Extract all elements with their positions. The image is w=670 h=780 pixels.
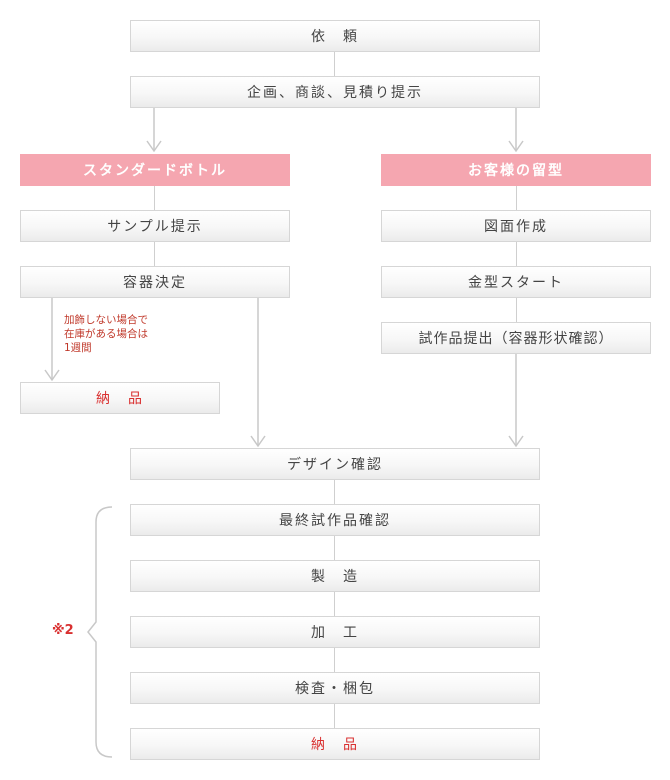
arrow-decision-to-design	[250, 298, 266, 448]
step-inspection: 検査・梱包	[130, 672, 540, 704]
arrow-planning-to-custom	[508, 108, 524, 153]
connector-left-header-sample	[154, 186, 155, 210]
step-final-prototype: 最終試作品確認	[130, 504, 540, 536]
step-container-decision: 容器決定	[20, 266, 290, 298]
stock-note: 加飾しない場合で 在庫がある場合は 1週間	[64, 313, 148, 355]
connector-final-manufacturing	[334, 536, 335, 562]
connector-design-final	[334, 480, 335, 506]
step-processing: 加 工	[130, 616, 540, 648]
connector-request-planning	[334, 52, 335, 78]
connector-drawing-mold	[516, 242, 517, 266]
arrow-prototype-to-design	[508, 354, 524, 448]
stock-note-line: 在庫がある場合は	[64, 328, 148, 340]
step-request: 依 頼	[130, 20, 540, 52]
arrow-decision-to-delivery	[44, 298, 60, 382]
header-standard-bottle: スタンダードボトル	[20, 154, 290, 186]
connector-right-header-drawing	[516, 186, 517, 210]
step-manufacturing: 製 造	[130, 560, 540, 592]
connector-mold-prototype	[516, 298, 517, 322]
step-drawing: 図面作成	[381, 210, 651, 242]
step-prototype-submit: 試作品提出（容器形状確認）	[381, 322, 651, 354]
connector-manufacturing-processing	[334, 592, 335, 618]
header-custom-mold: お客様の留型	[381, 154, 651, 186]
arrow-planning-to-standard	[146, 108, 162, 153]
connector-sample-decision	[154, 242, 155, 266]
step-final-delivery: 納 品	[130, 728, 540, 760]
step-design-confirm: デザイン確認	[130, 448, 540, 480]
step-left-delivery: 納 品	[20, 382, 220, 414]
connector-inspection-delivery	[334, 704, 335, 730]
bracket	[87, 506, 113, 758]
reference-mark: ※2	[52, 623, 74, 638]
step-mold-start: 金型スタート	[381, 266, 651, 298]
stock-note-line: 1週間	[64, 342, 92, 354]
stock-note-line: 加飾しない場合で	[64, 314, 148, 326]
connector-processing-inspection	[334, 648, 335, 674]
step-sample: サンプル提示	[20, 210, 290, 242]
step-planning: 企画、商談、見積り提示	[130, 76, 540, 108]
